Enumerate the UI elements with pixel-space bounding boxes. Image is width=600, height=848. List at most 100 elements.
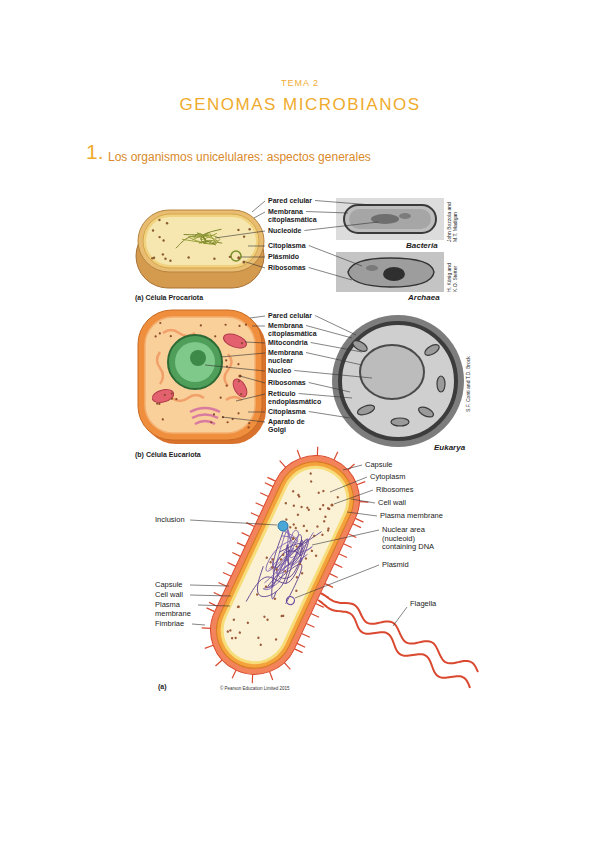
rect-shape: [143, 214, 259, 268]
circle-shape: [266, 618, 269, 621]
part-label: Mitocondria: [268, 339, 308, 347]
leader-lines: [205, 316, 265, 422]
label-box: (b) Célula Eucariota: [135, 451, 201, 459]
ribosome-dots: [155, 322, 251, 429]
path-shape: [260, 526, 302, 589]
part-label: Retículo endoplasmático: [268, 390, 330, 406]
line-shape: [357, 479, 365, 487]
circle-shape: [187, 256, 189, 258]
part-label: Citoplasma: [268, 408, 306, 416]
line-shape: [311, 614, 319, 618]
ellipse-shape: [356, 403, 376, 417]
line-shape: [260, 493, 268, 497]
circle-shape: [237, 605, 240, 608]
circle-shape: [309, 472, 312, 475]
line-shape: [314, 447, 321, 456]
circle-shape: [214, 335, 216, 337]
ribosome-dot: [330, 503, 333, 506]
part-label: Fimbriae: [155, 620, 184, 629]
label-box: Nuclear area (nucleoid) containing DNA: [382, 526, 442, 552]
circle-shape: [285, 518, 288, 521]
path-shape: [318, 600, 470, 688]
part-label: Inclusion: [155, 516, 185, 525]
circle-shape: [190, 350, 206, 366]
line-shape: [339, 554, 347, 558]
bacterium-body: [184, 429, 386, 700]
leader-lines: [190, 465, 407, 626]
circle-shape: [238, 257, 240, 259]
path-shape: [190, 408, 220, 412]
path-shape: [172, 395, 204, 401]
ribosome-dot: [242, 260, 245, 263]
circle-shape: [234, 636, 237, 639]
circle-shape: [230, 637, 233, 640]
line-shape: [240, 376, 265, 383]
photo-credit: H. König and K.O. Stetter: [447, 252, 459, 292]
fimbriae-lines: [184, 429, 386, 700]
line-shape: [249, 674, 256, 683]
path-shape: [304, 222, 378, 231]
path-shape: [315, 201, 372, 206]
part-label: Capsule: [365, 461, 393, 470]
line-shape: [242, 533, 250, 537]
eukaryote-cell: [138, 310, 266, 444]
circle-shape: [226, 421, 228, 423]
ellipse-shape: [366, 265, 378, 271]
circle-shape: [240, 393, 242, 395]
line-shape: [320, 594, 328, 598]
circle-shape: [158, 403, 160, 405]
line-shape: [215, 659, 222, 668]
circle-shape: [158, 219, 160, 221]
plasmid-ring: [285, 595, 296, 606]
path-shape: [226, 397, 242, 400]
line-shape: [297, 643, 305, 647]
path-shape: [309, 412, 350, 419]
line-shape: [245, 342, 265, 343]
circle-shape: [292, 537, 295, 540]
line-shape: [192, 624, 205, 625]
circle-shape: [171, 392, 173, 394]
rect-shape: [336, 252, 444, 292]
circle-shape: [307, 508, 310, 511]
rect-shape: [146, 217, 256, 265]
circle-shape: [317, 491, 320, 494]
label-box: Membrana citoplasmática: [268, 322, 330, 338]
circle-shape: [313, 534, 316, 537]
ellipse-shape: [360, 345, 424, 399]
line-shape: [330, 477, 367, 492]
circle-shape: [263, 615, 266, 618]
rect-shape: [142, 314, 266, 444]
line-shape: [205, 365, 265, 371]
prokaryote-cell: [136, 210, 264, 288]
label-box: Capsule: [365, 461, 393, 470]
label-box: H. König and K.O. Stetter: [447, 252, 459, 292]
ellipse-shape: [423, 343, 441, 358]
circle-shape: [316, 525, 319, 528]
figure-caption: (b) Célula Eucariota: [135, 451, 201, 459]
line-shape: [202, 625, 211, 632]
ellipse-shape: [383, 267, 405, 281]
circle-shape: [327, 529, 330, 532]
section-number: TEMA 2: [0, 78, 600, 88]
ellipse-shape: [417, 405, 435, 419]
line-shape: [351, 499, 375, 503]
bacteria-micrograph: [336, 198, 444, 240]
label-box: Pared celular: [268, 197, 312, 205]
label-box: Capsule: [155, 581, 183, 590]
line-shape: [267, 477, 275, 481]
circle-shape: [296, 513, 299, 516]
label-box: (a): [158, 683, 167, 691]
circle-shape: [256, 593, 259, 596]
photo-credit: John Bozzola and M.T. Madigan: [447, 202, 459, 242]
circle-shape: [284, 570, 287, 573]
part-label: Plásmido: [268, 253, 299, 261]
circle-shape: [305, 529, 308, 532]
part-label: Nucleoide: [268, 227, 301, 235]
label-box: © Pearson Education Limited 2015: [220, 686, 290, 691]
domain-label: Bacteria: [406, 241, 438, 250]
circle-shape: [274, 638, 277, 641]
part-label: Plasma membrane: [155, 601, 195, 618]
part-label: Citoplasma: [268, 242, 306, 250]
circle-shape: [158, 236, 160, 238]
line-shape: [252, 201, 265, 212]
